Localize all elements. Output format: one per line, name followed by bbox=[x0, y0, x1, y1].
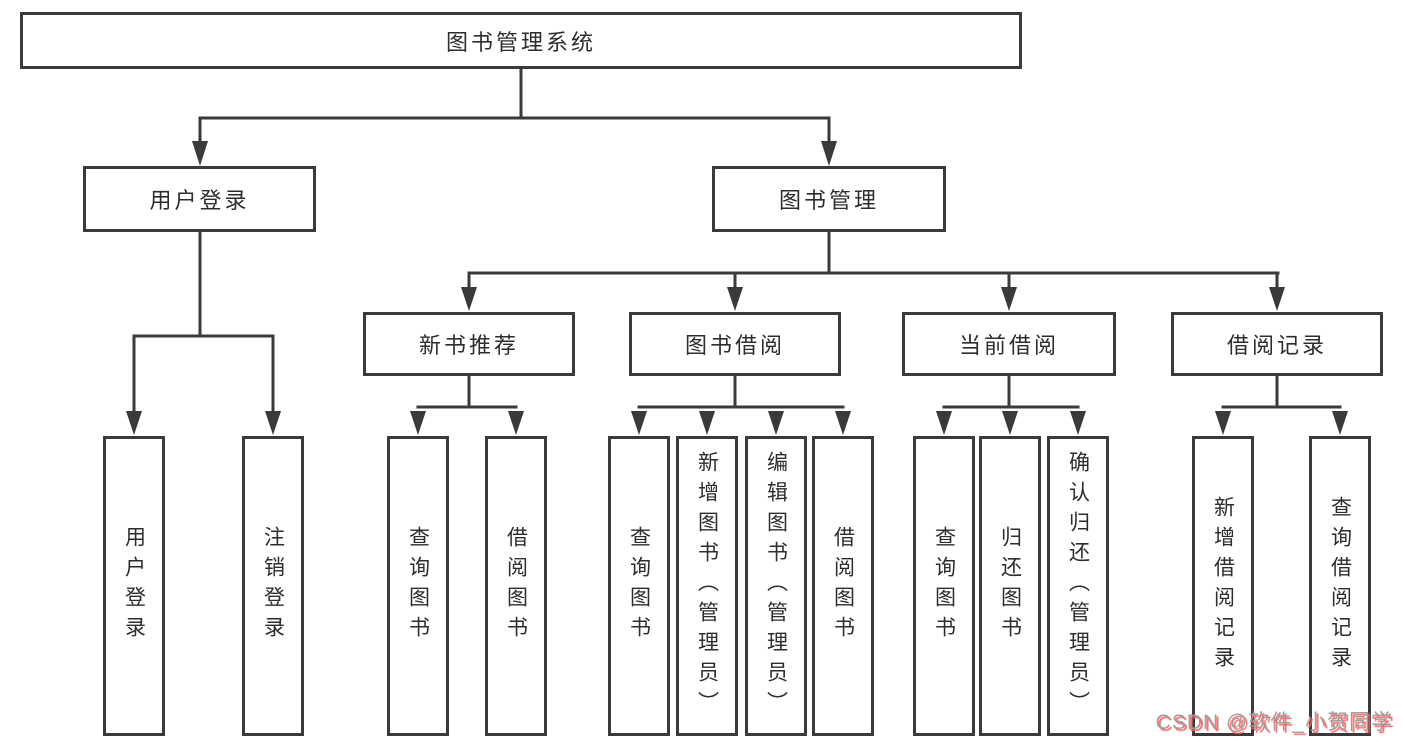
leaf-add-borrow-record-label: 新增借阅记录 bbox=[1211, 496, 1235, 676]
node-user-login-label: 用户登录 bbox=[149, 188, 250, 213]
leaf-logout-label: 注销登录 bbox=[261, 526, 285, 646]
node-borrow-records: 借阅记录 bbox=[1171, 312, 1383, 376]
leaf-query-borrow-record: 查询借阅记录 bbox=[1309, 436, 1371, 736]
leaf-logout: 注销登录 bbox=[242, 436, 304, 736]
leaf-add-borrow-record: 新增借阅记录 bbox=[1192, 436, 1254, 736]
leaf-confirm-return-admin-label: 确认归还（管理员） bbox=[1066, 451, 1090, 721]
leaf-query-books-recommend: 查询图书 bbox=[387, 436, 449, 736]
node-root: 图书管理系统 bbox=[20, 12, 1022, 69]
leaf-return-books: 归还图书 bbox=[979, 436, 1041, 736]
leaf-query-books-current-label: 查询图书 bbox=[932, 526, 956, 646]
node-book-borrow-label: 图书借阅 bbox=[684, 333, 785, 358]
node-user-login: 用户登录 bbox=[83, 166, 316, 232]
leaf-user-login-label: 用户登录 bbox=[122, 526, 146, 646]
node-borrow-records-label: 借阅记录 bbox=[1226, 333, 1327, 358]
leaf-confirm-return-admin: 确认归还（管理员） bbox=[1047, 436, 1109, 736]
node-current-borrow-label: 当前借阅 bbox=[958, 333, 1059, 358]
leaf-query-books-borrow: 查询图书 bbox=[608, 436, 670, 736]
node-book-borrow: 图书借阅 bbox=[629, 312, 841, 376]
leaf-add-books-admin: 新增图书（管理员） bbox=[676, 436, 738, 736]
leaf-edit-books-admin: 编辑图书（管理员） bbox=[745, 436, 807, 736]
csdn-watermark: CSDN @软件_小贺同学 bbox=[1155, 711, 1393, 734]
leaf-return-books-label: 归还图书 bbox=[998, 526, 1022, 646]
node-book-management: 图书管理 bbox=[712, 166, 946, 232]
leaf-borrow-books-label: 借阅图书 bbox=[831, 526, 855, 646]
leaf-borrow-books: 借阅图书 bbox=[812, 436, 874, 736]
leaf-borrow-books-recommend: 借阅图书 bbox=[485, 436, 547, 736]
leaf-query-books-recommend-label: 查询图书 bbox=[406, 526, 430, 646]
node-book-management-label: 图书管理 bbox=[778, 188, 879, 213]
leaf-borrow-books-recommend-label: 借阅图书 bbox=[504, 526, 528, 646]
node-root-label: 图书管理系统 bbox=[445, 29, 596, 55]
node-current-borrow: 当前借阅 bbox=[902, 312, 1116, 376]
leaf-add-books-admin-label: 新增图书（管理员） bbox=[695, 451, 719, 721]
leaf-query-books-borrow-label: 查询图书 bbox=[627, 526, 651, 646]
leaf-user-login: 用户登录 bbox=[103, 436, 165, 736]
node-new-book-recommend-label: 新书推荐 bbox=[418, 333, 519, 358]
leaf-query-borrow-record-label: 查询借阅记录 bbox=[1328, 496, 1352, 676]
leaf-query-books-current: 查询图书 bbox=[913, 436, 975, 736]
node-new-book-recommend: 新书推荐 bbox=[363, 312, 575, 376]
leaf-edit-books-admin-label: 编辑图书（管理员） bbox=[764, 451, 788, 721]
